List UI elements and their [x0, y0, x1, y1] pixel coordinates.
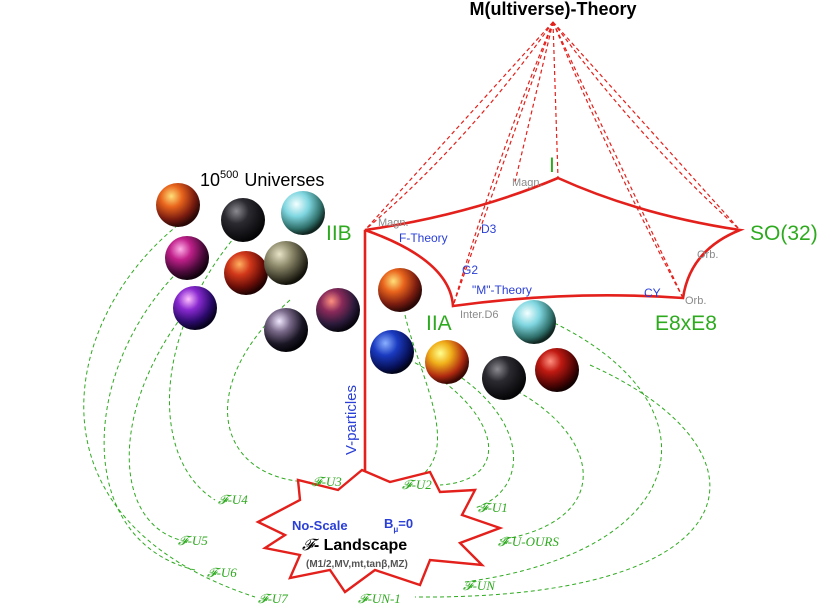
no-scale-label: No-Scale	[292, 518, 348, 533]
d3-label: D3	[481, 222, 497, 236]
orb-right-label: Orb.	[697, 249, 718, 261]
page-title: M(ultiverse)-Theory	[469, 0, 636, 19]
universe-spheres	[156, 183, 579, 400]
b-mu-letter: B	[384, 516, 393, 531]
landscape-title-rest: - Landscape	[314, 537, 407, 554]
b-mu-label: Bμ=0	[384, 516, 413, 534]
landscape-burst	[255, 468, 504, 594]
magn-left-label: Magn.	[378, 217, 409, 229]
universe-sphere	[535, 348, 579, 392]
universes-word: Universes	[244, 170, 324, 190]
node-u-ours: 𝓕-U-OURS	[498, 534, 559, 549]
m-theory-connectors	[364, 21, 741, 307]
universe-sphere	[165, 236, 209, 280]
landscape-params: (M1/2,MV,mt,tanβ,MZ)	[306, 559, 408, 570]
node-un: 𝓕-UN	[463, 578, 496, 593]
universe-sphere	[173, 286, 217, 330]
universe-sphere	[264, 308, 308, 352]
so32-label: SO(32)	[750, 222, 818, 245]
type-i-label: I	[549, 154, 555, 177]
universe-sphere	[221, 198, 265, 242]
b-mu-subscript: μ	[393, 525, 398, 534]
g2-label: G2	[462, 263, 478, 277]
cy-label: CY	[644, 286, 661, 300]
b-mu-value: =0	[398, 516, 413, 531]
universe-sphere	[378, 268, 422, 312]
node-u6: 𝓕-U6	[207, 565, 237, 580]
landscape-title: 𝓕- Landscape	[302, 537, 407, 554]
node-u4: 𝓕-U4	[218, 492, 248, 507]
universe-sphere	[316, 288, 360, 332]
universe-sphere	[482, 356, 526, 400]
type-iib-label: IIB	[326, 222, 352, 245]
m-theory-label: "M"-Theory	[472, 283, 532, 297]
duality-web	[364, 176, 745, 308]
universe-sphere	[512, 300, 556, 344]
universe-sphere	[370, 330, 414, 374]
e8xe8-label: E8xE8	[655, 312, 717, 335]
node-u5: 𝓕-U5	[178, 533, 208, 548]
universe-sphere	[281, 191, 325, 235]
type-iia-label: IIA	[426, 312, 452, 335]
universes-label: 10500 Universes	[200, 169, 324, 190]
node-u3: 𝓕-U3	[312, 474, 342, 489]
universe-sphere	[425, 340, 469, 384]
node-u1: 𝓕-U1	[478, 500, 508, 515]
magn-top-label: Magn.	[512, 177, 543, 189]
inter-d6-label: Inter.D6	[460, 309, 499, 321]
universe-sphere	[224, 251, 268, 295]
node-u2: 𝓕-U2	[402, 477, 432, 492]
f-theory-label: F-Theory	[399, 231, 448, 245]
universes-base: 10	[200, 170, 220, 190]
node-un-1: 𝓕-UN-1	[358, 591, 401, 606]
universes-exponent: 500	[220, 169, 238, 181]
universe-sphere	[264, 241, 308, 285]
node-u7: 𝓕-U7	[258, 591, 288, 606]
v-particles-label: V-particles	[343, 385, 360, 455]
universe-sphere	[156, 183, 200, 227]
orb-bottom-label: Orb.	[685, 295, 706, 307]
